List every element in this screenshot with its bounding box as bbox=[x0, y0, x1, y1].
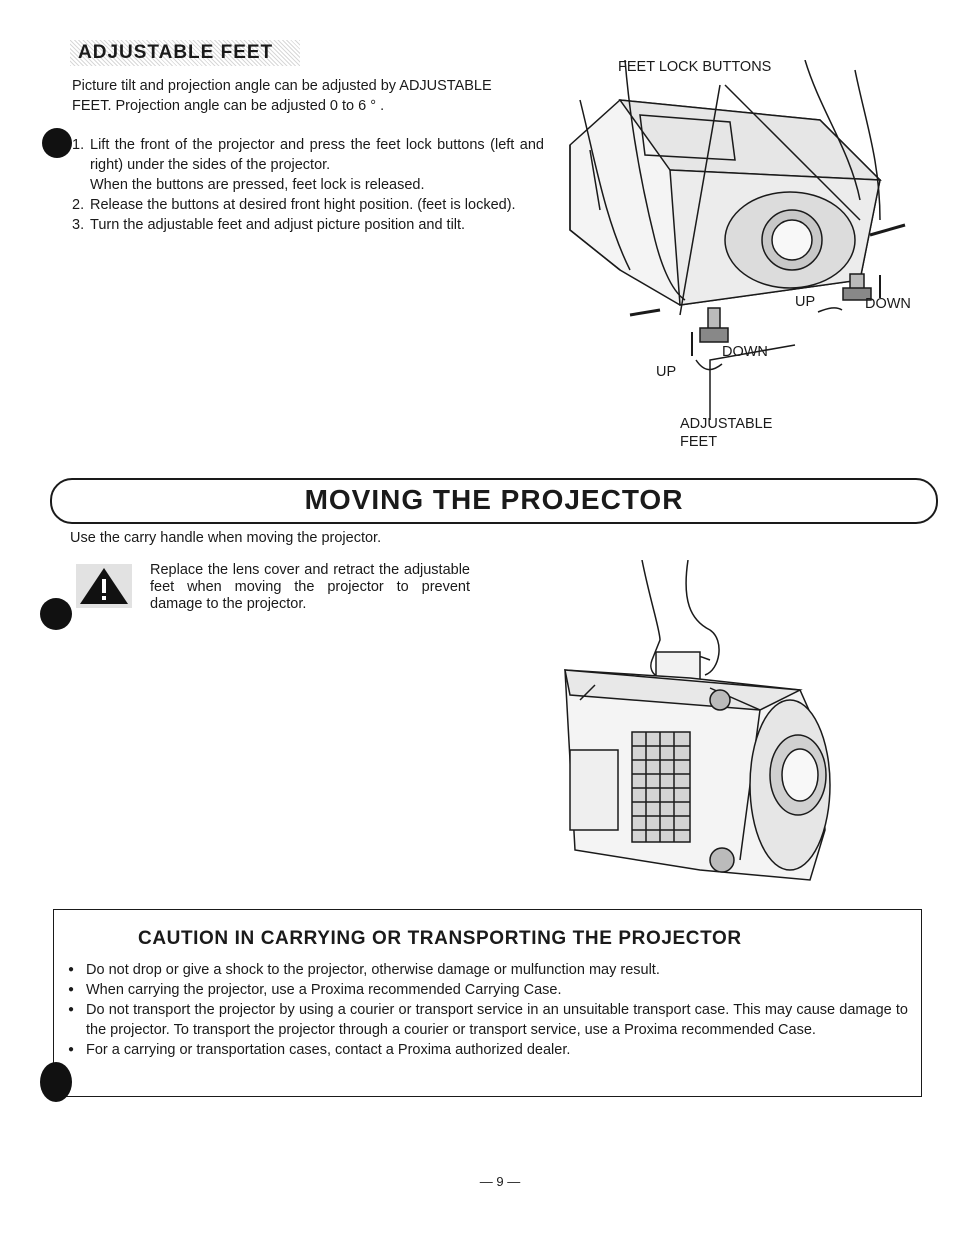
step-text: Lift the front of the projector and pres… bbox=[90, 137, 544, 173]
caution-list: Do not drop or give a shock to the proje… bbox=[68, 960, 908, 1060]
step-item: 1. Lift the front of the projector and p… bbox=[72, 135, 544, 195]
section-heading-adjustable-feet: ADJUSTABLE FEET bbox=[70, 40, 300, 66]
bullet-dot-caution bbox=[40, 1062, 72, 1102]
page-title: MOVING THE PROJECTOR bbox=[304, 484, 684, 515]
step-number: 3. bbox=[72, 217, 85, 233]
moving-warning-text: Replace the lens cover and retract the a… bbox=[150, 562, 470, 612]
moving-banner-frame bbox=[50, 478, 938, 524]
caution-box bbox=[53, 909, 922, 1097]
bullet-dot-step1 bbox=[42, 128, 72, 158]
label-up-right: UP bbox=[795, 294, 815, 310]
caution-heading: CAUTION IN CARRYING OR TRANSPORTING THE … bbox=[138, 928, 742, 949]
step-number: 2. bbox=[72, 197, 85, 213]
step-subtext: When the buttons are pressed, feet lock … bbox=[90, 177, 425, 193]
label-down-left: DOWN bbox=[722, 344, 768, 360]
intro-line-2: FEET. Projection angle can be adjusted 0… bbox=[72, 98, 385, 114]
caution-item: For a carrying or transportation cases, … bbox=[68, 1040, 908, 1060]
label-adjustable-feet: ADJUSTABLE FEET bbox=[680, 415, 772, 451]
caution-item: Do not transport the projector by using … bbox=[68, 1000, 908, 1040]
step-item: 3. Turn the adjustable feet and adjust p… bbox=[72, 215, 544, 235]
page-number: — 9 — bbox=[479, 1174, 521, 1189]
step-number: 1. bbox=[72, 137, 85, 153]
caution-item: Do not drop or give a shock to the proje… bbox=[68, 960, 908, 980]
carrying-projector-illustration bbox=[564, 560, 831, 881]
moving-note: Use the carry handle when moving the pro… bbox=[70, 530, 382, 546]
label-up-left: UP bbox=[656, 364, 676, 380]
adjustable-feet-intro: Picture tilt and projection angle can be… bbox=[72, 76, 544, 116]
step-text: Release the buttons at desired front hig… bbox=[90, 197, 516, 213]
label-adjustable-line1: ADJUSTABLE bbox=[680, 416, 773, 432]
adjustable-feet-steps: 1. Lift the front of the projector and p… bbox=[72, 135, 544, 235]
caution-item: When carrying the projector, use a Proxi… bbox=[68, 980, 908, 1000]
step-text: Turn the adjustable feet and adjust pict… bbox=[90, 217, 466, 233]
label-feet-lock-buttons: FEET LOCK BUTTONS bbox=[618, 59, 772, 75]
warning-triangle-icon bbox=[76, 564, 132, 608]
bullet-dot-warning bbox=[40, 598, 72, 630]
label-down-right: DOWN bbox=[865, 296, 911, 312]
projector-feet-illustration: UP DOWN DOWN UP bbox=[569, 60, 911, 420]
step-item: 2. Release the buttons at desired front … bbox=[72, 195, 544, 215]
intro-line-1: Picture tilt and projection angle can be… bbox=[72, 78, 492, 94]
label-adjustable-line2: FEET bbox=[680, 434, 718, 450]
